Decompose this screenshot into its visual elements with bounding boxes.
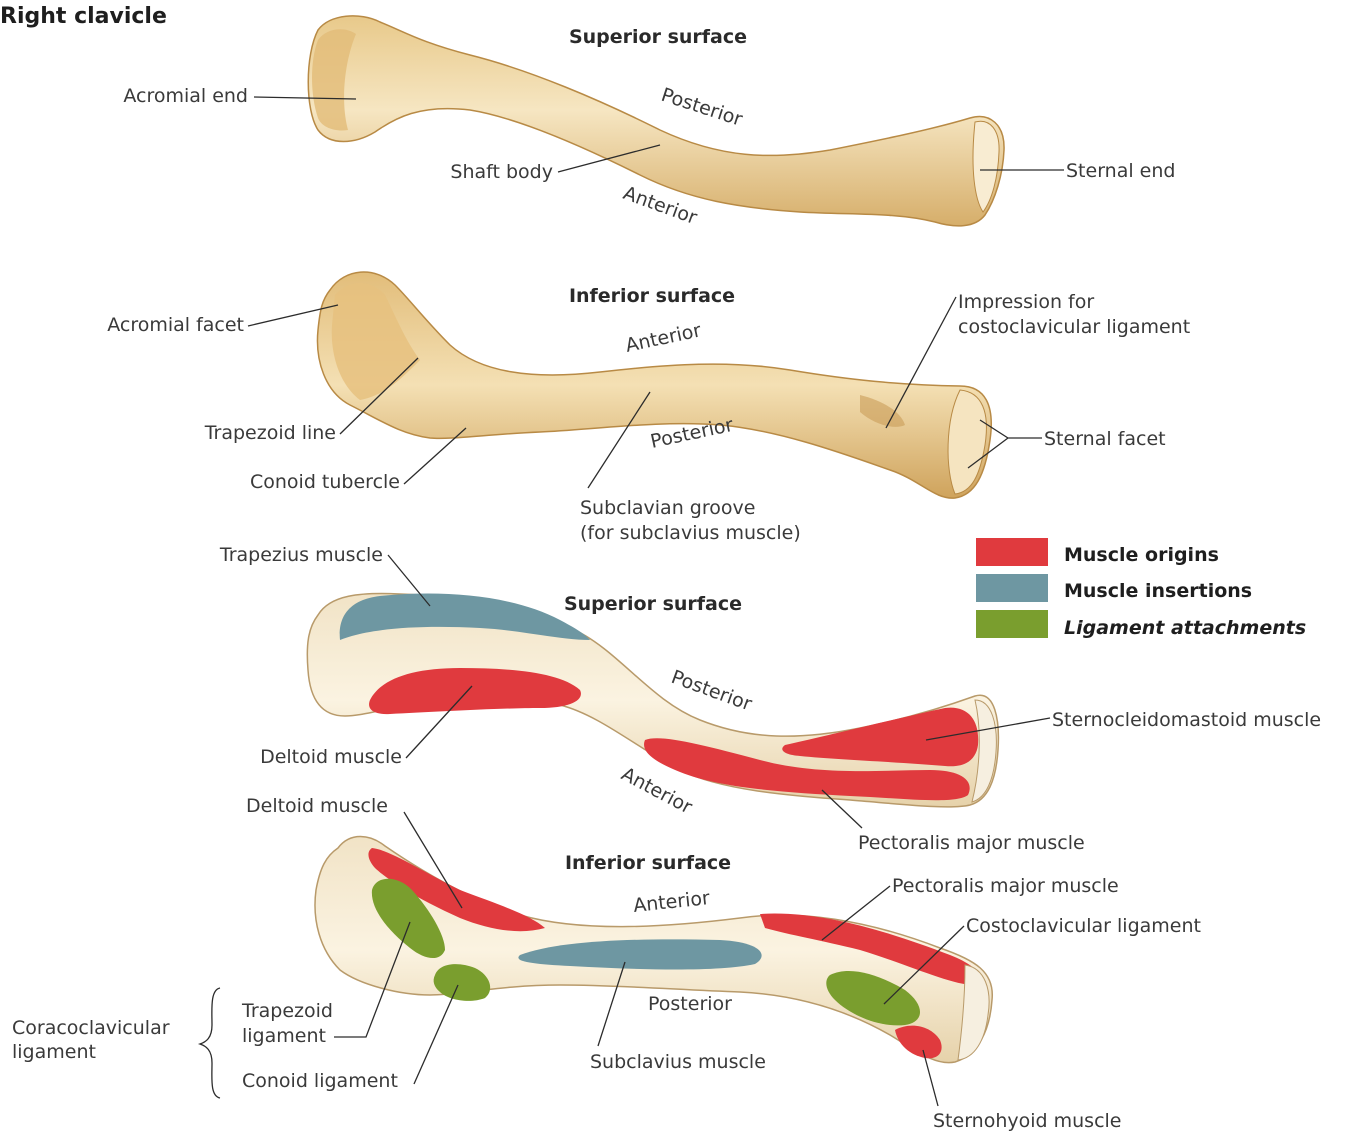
label-costoclavicular: Costoclavicular ligament [966, 915, 1201, 937]
heading-inferior-4: Inferior surface [565, 852, 731, 874]
label-trapezoid-ligament-1: Trapezoid [241, 1000, 333, 1022]
legend-swatch-origins [976, 538, 1048, 566]
label-sternal-facet: Sternal facet [1044, 428, 1166, 450]
label-coracoclavicular-1: Coracoclavicular [12, 1017, 170, 1039]
label-anterior-2: Anterior [623, 319, 703, 357]
label-posterior-3: Posterior [668, 666, 755, 715]
label-posterior-4: Posterior [648, 993, 732, 1015]
label-trapezoid-line: Trapezoid line [204, 422, 336, 444]
label-shaft-body: Shaft body [450, 161, 553, 183]
label-trapezius: Trapezius muscle [219, 544, 383, 566]
heading-inferior-2: Inferior surface [569, 285, 735, 307]
label-conoid-ligament: Conoid ligament [242, 1070, 398, 1092]
label-sternal-end: Sternal end [1066, 160, 1175, 182]
label-acromial-end: Acromial end [123, 85, 248, 107]
label-sternohyoid: Sternohyoid muscle [933, 1110, 1122, 1132]
label-posterior-1: Posterior [658, 84, 745, 131]
label-sternocleidomastoid: Sternocleidomastoid muscle [1052, 709, 1321, 731]
label-impression-1: Impression for [958, 291, 1094, 313]
legend: Muscle origins Muscle insertions Ligamen… [976, 538, 1306, 639]
label-subclavian-groove-1: Subclavian groove [580, 497, 755, 519]
label-deltoid-4: Deltoid muscle [246, 795, 388, 817]
label-conoid-tubercle: Conoid tubercle [250, 471, 400, 493]
label-anterior-4: Anterior [632, 887, 711, 917]
legend-swatch-ligaments [976, 610, 1048, 638]
label-deltoid-3: Deltoid muscle [260, 746, 402, 768]
label-coracoclavicular-2: ligament [12, 1041, 96, 1063]
label-pectoralis-4: Pectoralis major muscle [892, 875, 1119, 897]
leader-conoid-ligament [414, 985, 458, 1084]
label-acromial-facet: Acromial facet [107, 314, 244, 336]
label-trapezoid-ligament-2: ligament [242, 1025, 326, 1047]
legend-label-insertions: Muscle insertions [1064, 580, 1252, 602]
label-subclavius: Subclavius muscle [590, 1051, 766, 1073]
view-2-inferior: Inferior surface Anterior Posterior Acro… [107, 272, 1190, 544]
view-1-superior: Superior surface Posterior Anterior Acro… [123, 16, 1175, 229]
heading-superior-1: Superior surface [569, 26, 747, 48]
legend-swatch-insertions [976, 574, 1048, 602]
label-pectoralis-3: Pectoralis major muscle [858, 832, 1085, 854]
label-impression-2: costoclavicular ligament [958, 316, 1190, 338]
legend-label-origins: Muscle origins [1064, 544, 1219, 566]
legend-label-ligaments: Ligament attachments [1064, 617, 1306, 639]
label-subclavian-groove-2: (for subclavius muscle) [580, 522, 801, 544]
coracoclavicular-brace [200, 988, 220, 1098]
heading-superior-3: Superior surface [564, 593, 742, 615]
